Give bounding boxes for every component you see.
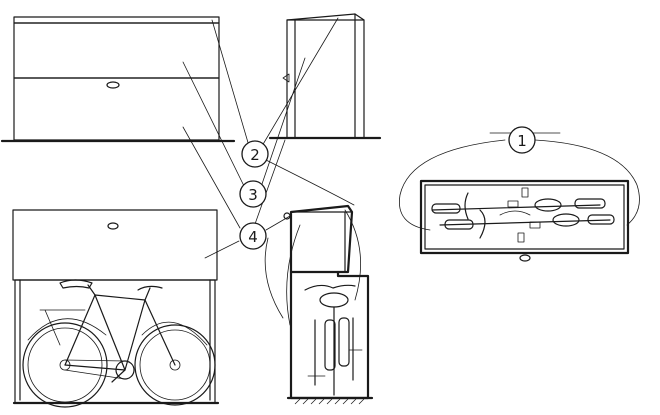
callout-3: 3 (239, 180, 267, 208)
cross-section-view (283, 204, 374, 405)
lock-icon (107, 222, 119, 230)
hinge-icon (282, 73, 290, 83)
bicycle-front-view-icon (304, 284, 363, 396)
callout-1-label: 1 (517, 132, 527, 150)
bicycle-icon (22, 279, 216, 408)
callout-1: 1 (508, 126, 536, 154)
callout-3-label: 3 (248, 186, 258, 204)
callout-4-label: 4 (248, 228, 258, 246)
ground-hatching (294, 398, 365, 405)
closed-box-front-view (0, 16, 236, 143)
lock-icon (519, 254, 531, 262)
callout-4: 4 (239, 222, 267, 250)
plan-view (419, 179, 630, 262)
callout-2-label: 2 (250, 146, 260, 164)
callout-2: 2 (241, 140, 269, 168)
bicycles-top-view-icon (431, 187, 615, 243)
lock-icon (106, 81, 120, 89)
callout-leaders (182, 17, 640, 319)
open-box-with-bicycle (12, 209, 220, 408)
box-side-view (268, 13, 382, 140)
